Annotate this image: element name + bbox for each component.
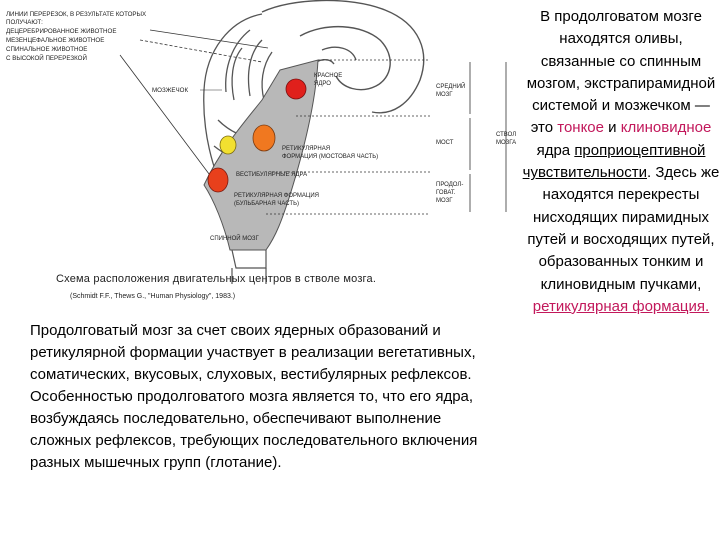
bulbar-reticular-formation xyxy=(207,167,229,193)
medulla-nuclei-text: В продолговатом мозге находятся оливы, с… xyxy=(522,6,720,318)
label-midbrain-1: СРЕДНИЙ xyxy=(436,82,465,90)
diagram-source: (Schmidt F.F., Thews G., "Human Physiolo… xyxy=(70,293,235,300)
label-bulbar-rf-1: РЕТИКУЛЯРНАЯ ФОРМАЦИЯ xyxy=(234,193,319,199)
label-cerebellum: МОЗЖЕЧОК xyxy=(152,87,188,94)
spinal-cord-shape xyxy=(231,249,267,269)
thin-nucleus-link[interactable]: тонкое xyxy=(557,119,604,137)
text-part-1: В продолговатом мозге находятся оливы, с… xyxy=(526,8,716,137)
legend-line-3: ДЕЦЕРЕБРИРОВАННОЕ ЖИВОТНОЕ xyxy=(6,28,116,35)
label-midbrain-2: МОЗГ xyxy=(436,92,453,98)
label-red-nucleus-2: ЯДРО xyxy=(314,81,331,87)
vestibular-nuclei xyxy=(219,135,237,155)
text-part-4: . Здесь же находятся перекресты нисходящ… xyxy=(527,164,720,293)
diagram-caption: Схема расположения двигательных центров … xyxy=(56,273,376,285)
medulla-description: Продолговатый мозг за счет своих ядерных… xyxy=(30,322,478,471)
label-medulla-3: МОЗГ xyxy=(436,198,453,204)
label-pontine-rf-1: РЕТИКУЛЯРНАЯ xyxy=(282,146,330,152)
text-part-2: и xyxy=(608,119,617,137)
legend-line-6: С ВЫСОКОЙ ПЕРЕРЕЗКОЙ xyxy=(6,54,87,62)
label-medulla-2: ГОВАТ. xyxy=(436,190,456,196)
label-pons: МОСТ xyxy=(436,140,454,146)
legend-line-2: ПОЛУЧАЮТ: xyxy=(6,19,43,26)
label-red-nucleus-1: КРАСНОЕ xyxy=(314,73,342,79)
label-spinal-cord: СПИННОЙ МОЗГ xyxy=(210,234,260,242)
proprioceptive-text: проприоцептивной чувствительности xyxy=(522,141,706,182)
label-medulla-1: ПРОДОЛ- xyxy=(436,182,463,188)
label-vestibular: ВЕСТИБУЛЯРНЫЕ ЯДРА xyxy=(236,172,307,178)
label-bulbar-rf-2: (БУЛЬБАРНАЯ ЧАСТЬ) xyxy=(234,201,299,207)
text-part-3: ядра xyxy=(536,141,571,159)
label-brainstem-1: СТВОЛ xyxy=(496,132,516,138)
red-nucleus xyxy=(285,78,307,100)
label-pontine-rf-2: ФОРМАЦИЯ (МОСТОВАЯ ЧАСТЬ) xyxy=(282,154,378,160)
legend-line-4: МЕЗЕНЦЕФАЛЬНОЕ ЖИВОТНОЕ xyxy=(6,37,104,44)
cuneate-nucleus-link[interactable]: клиновидное xyxy=(620,119,712,137)
brainstem-diagram: ЛИНИИ ПЕРЕРЕЗОК, В РЕЗУЛЬТАТЕ КОТОРЫХ ПО… xyxy=(6,0,516,300)
reticular-formation-link[interactable]: ретикулярная формация. xyxy=(532,297,710,315)
legend-line-5: СПИНАЛЬНОЕ ЖИВОТНОЕ xyxy=(6,46,87,53)
legend-line-1: ЛИНИИ ПЕРЕРЕЗОК, В РЕЗУЛЬТАТЕ КОТОРЫХ xyxy=(6,11,146,18)
pontine-reticular-formation xyxy=(252,124,276,152)
label-brainstem-2: МОЗГА xyxy=(496,140,516,146)
